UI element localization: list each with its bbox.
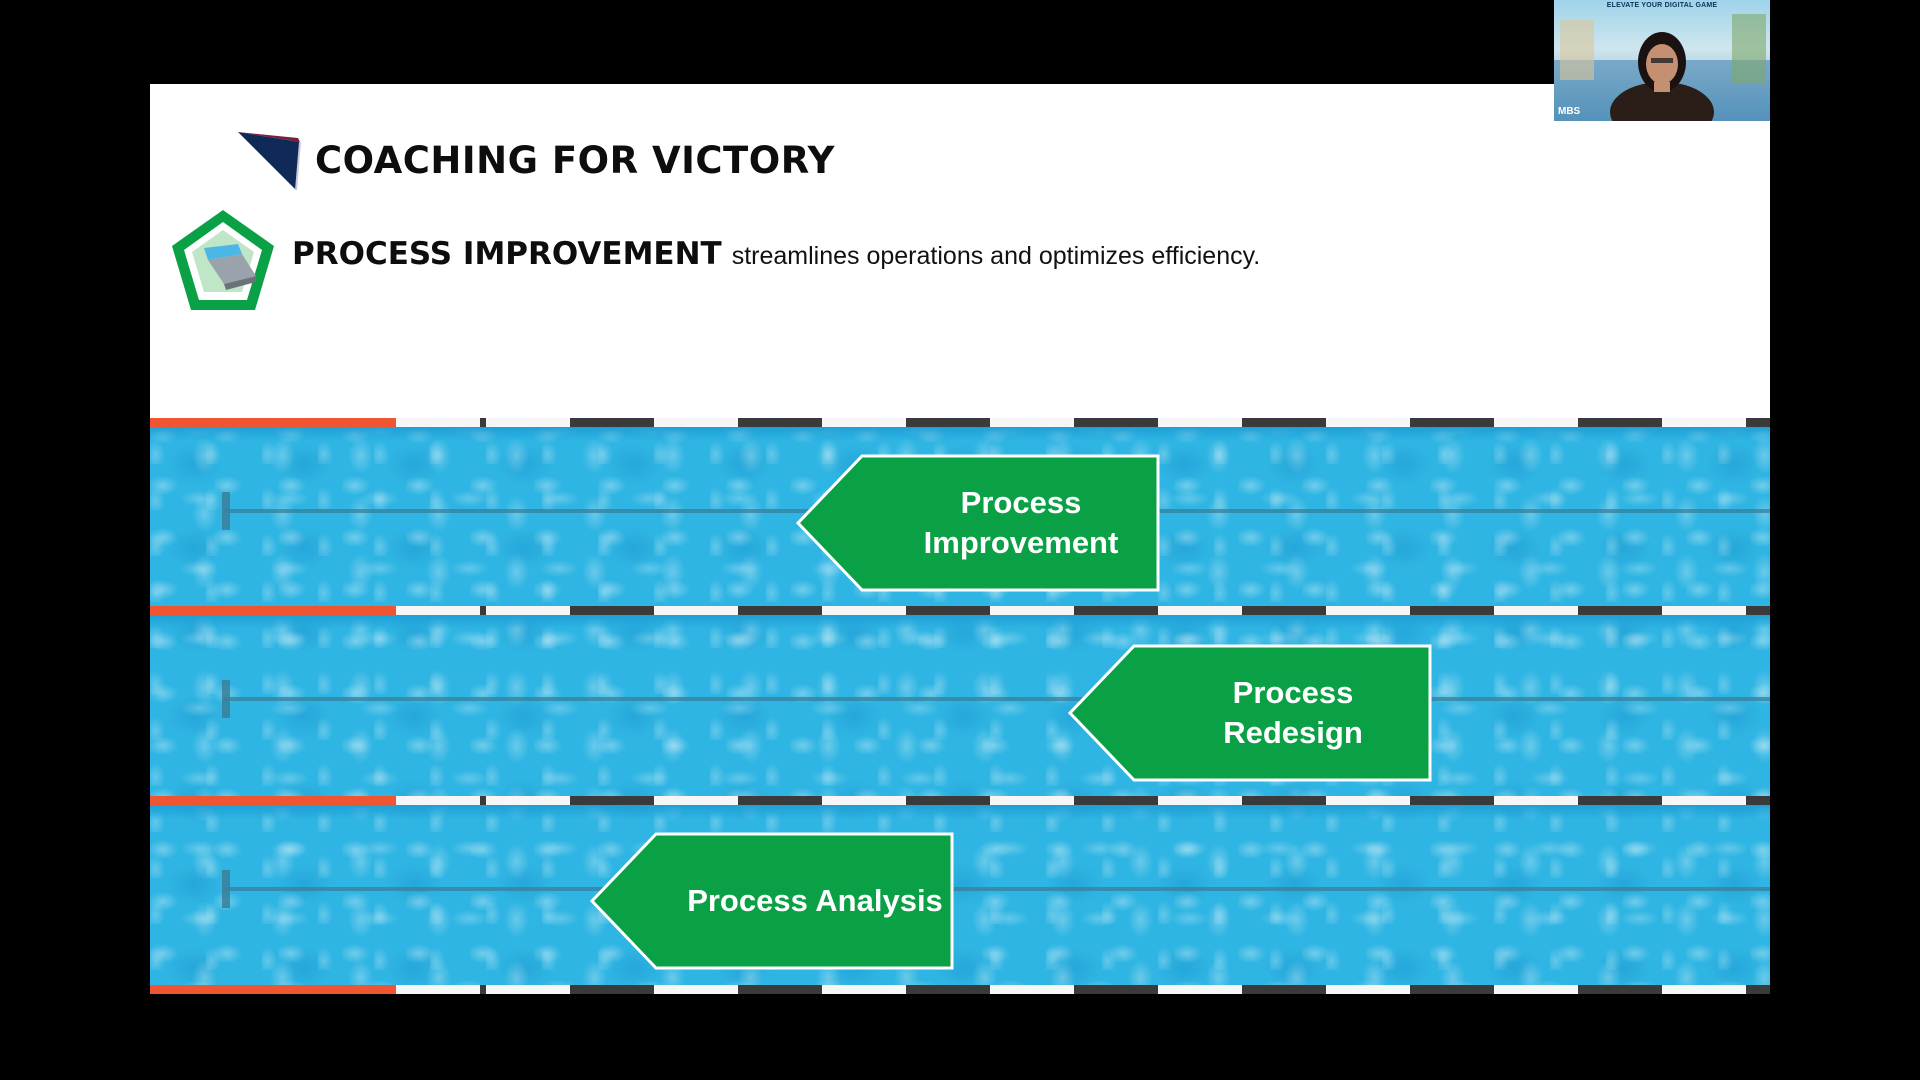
- arrow-label-text: Process Redesign: [1223, 675, 1363, 750]
- arrow-label-text: Process Improvement: [923, 485, 1119, 560]
- slide-title: COACHING FOR VICTORY: [315, 139, 835, 182]
- lane-arrow-process-improvement: Process Improvement: [796, 454, 1160, 592]
- lane-center-line: [224, 887, 1770, 891]
- presentation-slide: COACHING FOR VICTORY PROCESS IMPROVEMENT…: [150, 84, 1770, 994]
- webcam-banner-text: ELEVATE YOUR DIGITAL GAME: [1606, 2, 1718, 9]
- webcam-brand-logo: MBS: [1558, 106, 1581, 117]
- presenter-video-icon: [1554, 14, 1770, 121]
- lane-shadow: [150, 615, 1770, 629]
- lane-shadow: [150, 805, 1770, 819]
- lane-rope: [150, 606, 1770, 615]
- lane-center-line: [224, 697, 1770, 701]
- arrow-label-text: Process Analysis: [687, 883, 943, 918]
- lane-shadow: [150, 427, 1770, 441]
- subtitle-keyword: PROCESS IMPROVEMENT: [292, 236, 722, 272]
- pennant-flag-icon: [238, 132, 301, 191]
- arrow-shape: [1068, 644, 1432, 782]
- arrow-shape: [590, 832, 954, 970]
- lane-arrow-process-redesign: Process Redesign: [1068, 644, 1432, 782]
- lane-rope: [150, 796, 1770, 805]
- subtitle-description: streamlines operations and optimizes eff…: [731, 242, 1261, 270]
- diving-board-pentagon-icon: [172, 210, 274, 310]
- lane-rope: [150, 985, 1770, 994]
- lane-rope: [150, 418, 1770, 427]
- section-subtitle: PROCESS IMPROVEMENT streamlines operatio…: [292, 236, 1260, 286]
- swimming-pool-graphic: Process Improvement Process Redesign Pro…: [150, 418, 1770, 994]
- presenter-webcam-thumbnail[interactable]: ELEVATE YOUR DIGITAL GAME MBS: [1554, 0, 1770, 121]
- arrow-shape: [796, 454, 1160, 592]
- lane-arrow-process-analysis: Process Analysis: [590, 832, 954, 970]
